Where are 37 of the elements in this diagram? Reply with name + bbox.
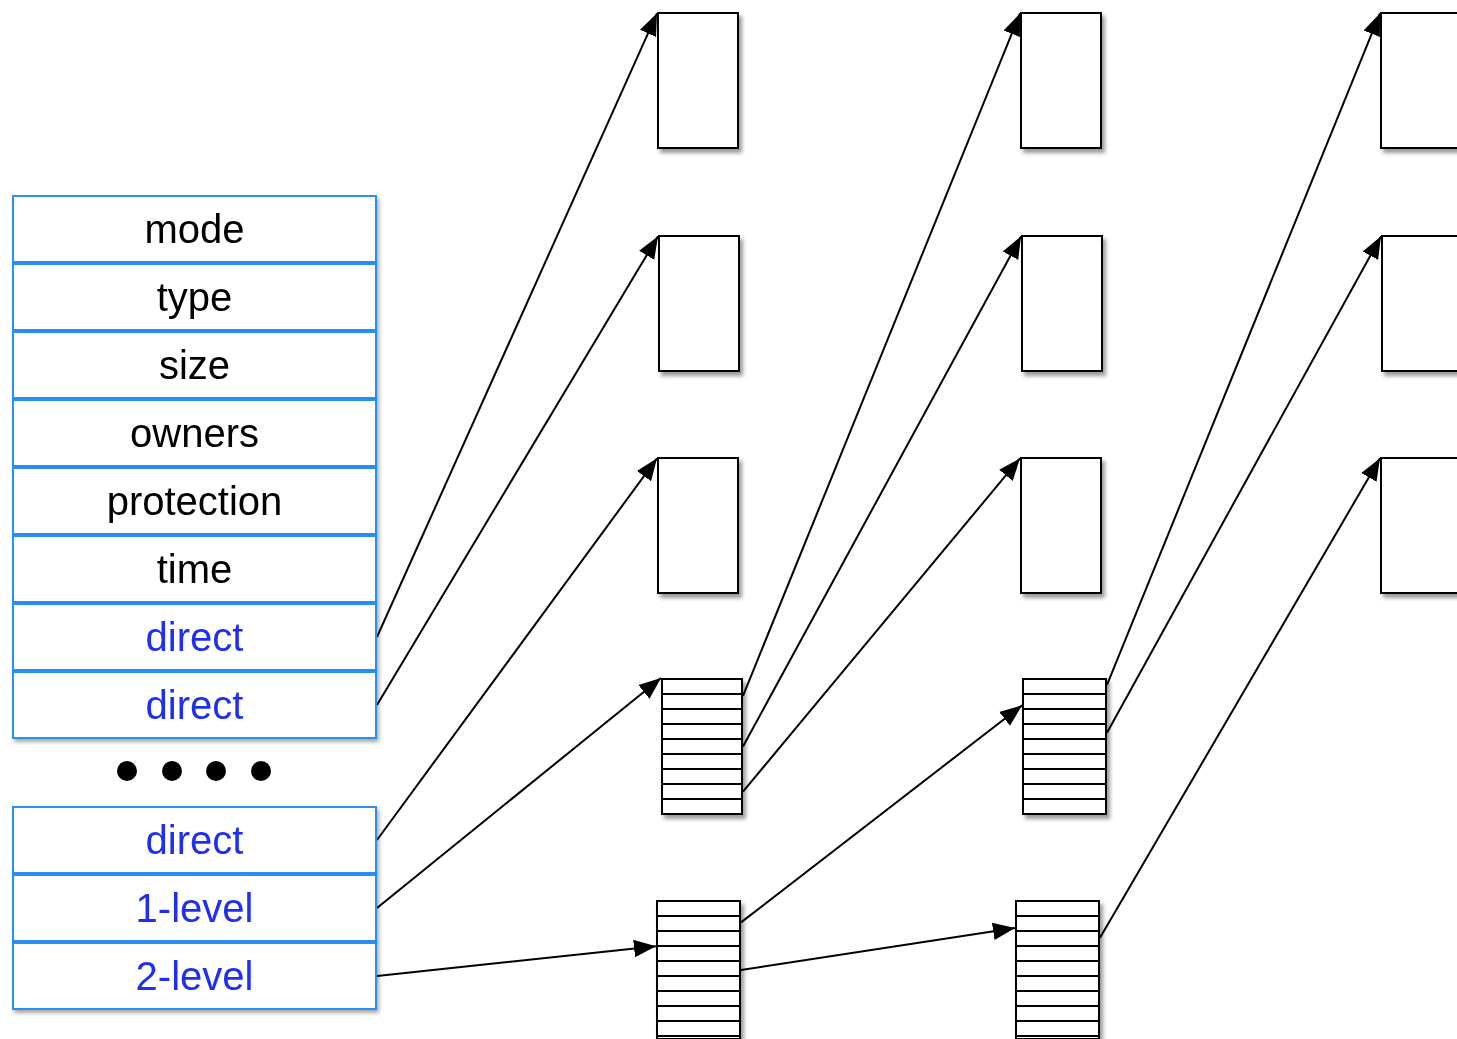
attribute-field-cell: mode (12, 195, 377, 263)
attribute-field-cell: time (12, 535, 377, 603)
index-block (1022, 678, 1107, 815)
data-block (1021, 235, 1103, 372)
pointer-field-cell: 2-level (12, 942, 377, 1010)
pointer-field-cell: direct (12, 806, 377, 874)
arrow (376, 235, 659, 706)
index-block (1015, 900, 1100, 1039)
arrow (376, 457, 658, 841)
data-block (658, 235, 740, 372)
data-block (1381, 235, 1457, 372)
arrow (1106, 12, 1381, 686)
arrow (740, 704, 1023, 924)
pointer-field-cell: direct (12, 671, 377, 739)
data-block (1020, 457, 1102, 594)
data-block (657, 457, 739, 594)
data-block (1020, 12, 1102, 149)
arrow (740, 922, 1016, 971)
attribute-field-cell: size (12, 331, 377, 399)
arrow (742, 457, 1021, 793)
arrow (376, 12, 658, 638)
data-block (657, 12, 739, 149)
attribute-field-cell: protection (12, 467, 377, 535)
data-block (1380, 12, 1457, 149)
arrow (742, 235, 1022, 748)
arrow (1099, 457, 1381, 939)
attribute-field-cell: owners (12, 399, 377, 467)
attribute-field-cell: type (12, 263, 377, 331)
index-block (656, 900, 741, 1039)
arrow (376, 677, 662, 909)
arrow (742, 12, 1021, 697)
data-block (1380, 457, 1457, 594)
pointer-field-cell: 1-level (12, 874, 377, 942)
arrow (376, 939, 657, 977)
arrow (1106, 235, 1382, 734)
pointer-field-cell: direct (12, 603, 377, 671)
index-block (661, 678, 743, 815)
